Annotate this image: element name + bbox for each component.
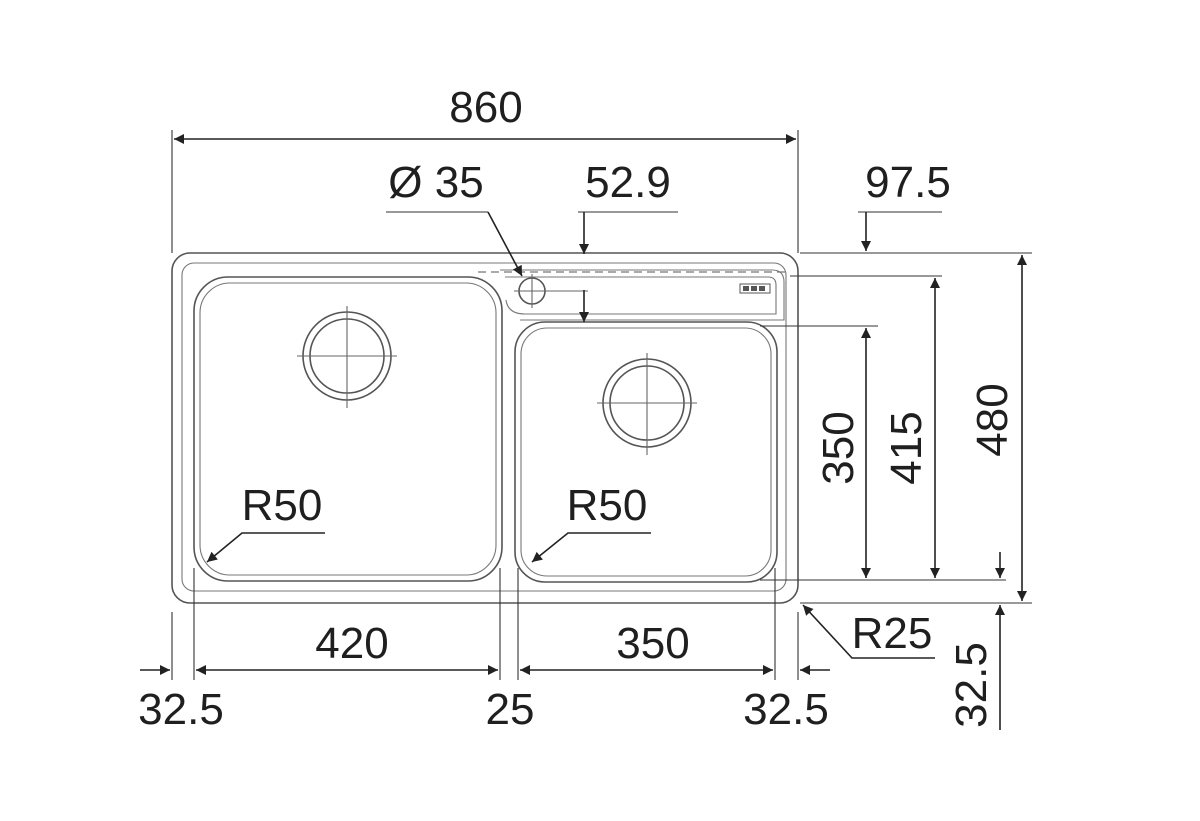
label-right-margin: 32.5: [743, 685, 829, 734]
right-bowl-edge: [514, 321, 778, 583]
leader-right-radius: [531, 532, 651, 563]
logo-plate: [739, 283, 771, 294]
label-divider-width: 25: [486, 685, 535, 734]
label-left-radius: R50: [242, 481, 323, 530]
label-right-bowl-width: 350: [616, 619, 689, 668]
right-bowl: [514, 321, 778, 583]
tap-hole: [514, 274, 588, 308]
tap-shelf-edge: [500, 269, 785, 321]
leader-corner-radius: [802, 604, 935, 659]
leader-left-radius: [206, 532, 325, 563]
left-bowl-edge: [193, 276, 503, 582]
sink-outline: [171, 252, 799, 604]
label-overall-width: 860: [449, 83, 522, 132]
label-left-bowl-width: 420: [315, 619, 388, 668]
label-right-radius: R50: [567, 481, 648, 530]
label-overall-depth: 480: [968, 383, 1017, 456]
label-tap-offset: 52.9: [585, 158, 671, 207]
left-bowl-inner: [199, 282, 497, 576]
sink-outer-edge: [171, 252, 799, 604]
label-small-depth: 350: [814, 411, 863, 484]
dimension-labels: 860 Ø 35 52.9 97.5 R50 R50 R25 420 350 3…: [138, 83, 1017, 734]
label-flange-offset: 97.5: [865, 158, 951, 207]
label-bottom-margin: 32.5: [947, 642, 996, 728]
leader-tap-diameter: [487, 211, 523, 277]
sink-inner-rim: [181, 262, 787, 592]
right-drain: [597, 353, 697, 455]
label-large-depth: 415: [882, 411, 931, 484]
extension-lines: [171, 130, 1032, 680]
dimension-lines: [140, 134, 1027, 730]
label-corner-radius: R25: [852, 609, 933, 658]
left-drain: [297, 306, 397, 408]
tap-shelf-lower: [505, 276, 777, 315]
left-bowl: [193, 276, 503, 582]
label-tap-diameter: Ø 35: [388, 158, 483, 207]
label-left-margin: 32.5: [138, 685, 224, 734]
right-bowl-inner: [520, 327, 772, 577]
